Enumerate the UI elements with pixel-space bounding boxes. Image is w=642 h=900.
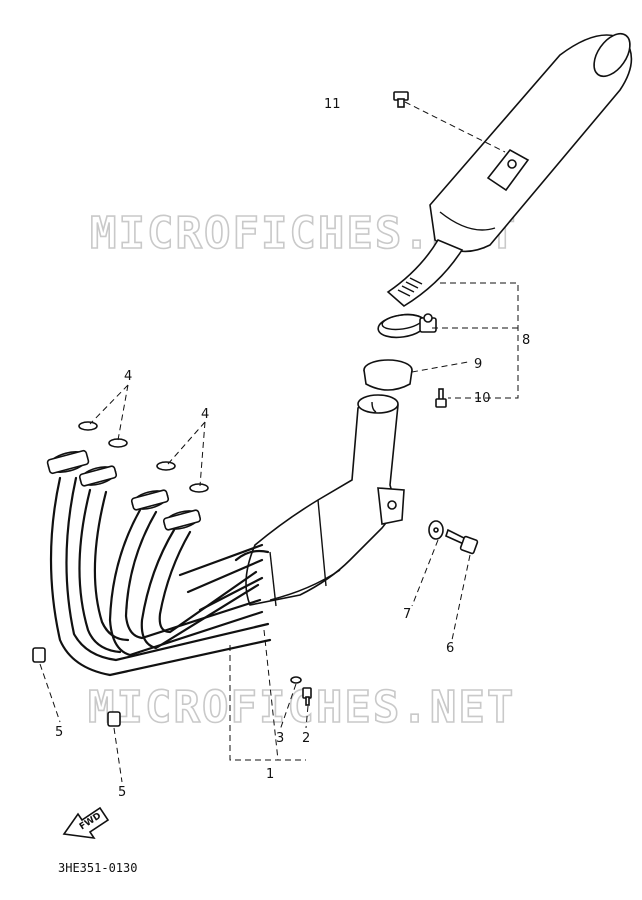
washer-and-bolt bbox=[428, 520, 479, 555]
callout-3: 3 bbox=[276, 731, 284, 746]
callout-6: 6 bbox=[446, 641, 454, 656]
callout-5b: 5 bbox=[118, 785, 126, 800]
clamp bbox=[377, 313, 437, 339]
callout-4b: 4 bbox=[201, 407, 209, 422]
muffler bbox=[386, 32, 633, 307]
leader-lines bbox=[39, 101, 519, 783]
callout-11: 11 bbox=[324, 97, 341, 112]
small-bolt-and-washer bbox=[290, 676, 312, 706]
callout-7: 7 bbox=[403, 607, 411, 622]
fwd-arrow-icon: FWD bbox=[62, 806, 110, 840]
callout-2: 2 bbox=[302, 731, 310, 746]
header-flanges bbox=[46, 449, 202, 531]
callout-1: 1 bbox=[266, 767, 274, 782]
header-pipes bbox=[49, 476, 327, 677]
callout-8: 8 bbox=[522, 333, 530, 348]
callout-9: 9 bbox=[474, 357, 482, 372]
callout-10: 10 bbox=[474, 391, 491, 406]
bolt-10 bbox=[435, 388, 447, 408]
watermark-bottom: MICROFICHES.NET bbox=[88, 682, 515, 733]
callout-4a: 4 bbox=[124, 369, 132, 384]
collector-assembly bbox=[245, 394, 405, 606]
callout-5a: 5 bbox=[55, 725, 63, 740]
gasket bbox=[363, 359, 413, 391]
diagram-code: 3HE351-0130 bbox=[58, 861, 137, 875]
screw-11 bbox=[393, 91, 409, 108]
caps bbox=[32, 647, 121, 727]
